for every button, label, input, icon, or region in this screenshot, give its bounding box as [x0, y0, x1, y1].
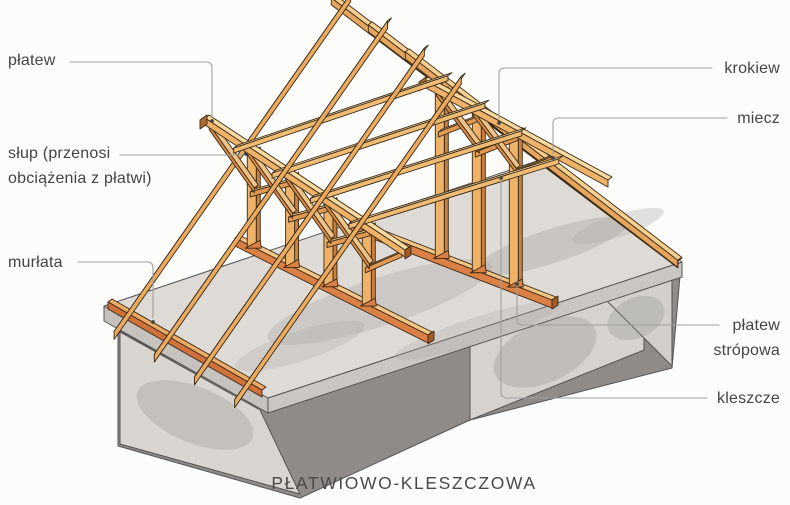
label-slup-line2: obciążenia z płatwi) — [8, 170, 152, 187]
diagram-title: PŁATWIOWO-KLESZCZOWA — [271, 473, 537, 493]
label-miecz: miecz — [737, 110, 780, 127]
label-platew-stropowa-line1: płatew — [732, 317, 780, 334]
label-platew: płatew — [8, 52, 56, 69]
label-murlata: murłata — [8, 254, 63, 271]
label-platew-stropowa-line2: strópowa — [713, 342, 780, 359]
label-krokiew: krokiew — [724, 60, 780, 77]
label-slup-line1: słup (przenosi — [8, 145, 111, 162]
label-kleszcze: kleszcze — [717, 390, 780, 407]
